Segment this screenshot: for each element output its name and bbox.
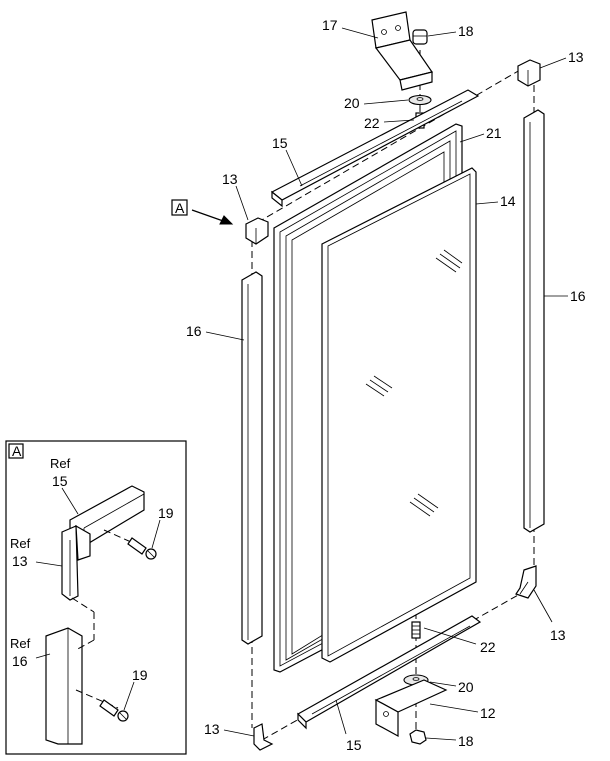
top-hinge-bracket [371,11,433,91]
corner-bracket-top-left [245,217,269,245]
bottom-hinge-bracket [374,679,448,738]
corner-bracket-bottom-right [515,565,537,599]
callout-22-top: 22 [364,115,380,131]
detail-corner-bracket [61,524,91,601]
callout-14: 14 [500,193,516,209]
detail-ref-16-ref: Ref [10,636,31,651]
right-side-rail [523,109,545,533]
callout-18-bottom: 18 [458,733,474,749]
callout-21: 21 [486,125,502,141]
detail-a-border [5,440,187,755]
top-hinge-pin [412,29,428,45]
detail-a-label-box [8,443,24,459]
callout-16-left: 16 [186,323,202,339]
callout-15-bottom: 15 [346,737,362,753]
detail-ref-13-number: 13 [12,553,28,569]
callout-13-view-a: 13 [222,171,238,187]
detail-ref-15-ref: Ref [50,456,71,471]
corner-bracket-top-right [517,59,541,87]
left-side-rail [241,271,263,645]
detail-screw-top [127,537,157,560]
detail-ref-15-number: 15 [52,473,68,489]
callout-16-right: 16 [570,288,586,304]
view-a-label-box [171,199,188,216]
corner-bracket-bottom-left [253,723,274,751]
callout-13-bottom-left: 13 [204,721,220,737]
top-rail [270,89,480,208]
callout-17: 17 [322,17,338,33]
callout-22-bottom: 22 [480,639,496,655]
callout-12: 12 [480,705,496,721]
glass-reflection-marks [365,249,463,517]
callout-18-top: 18 [458,23,474,39]
callout-13-top-right: 13 [568,49,584,65]
detail-screw-bottom-number: 19 [132,667,148,683]
bottom-pivot-spring [411,621,421,639]
detail-a-inset: A [5,440,187,755]
detail-screw-top-number: 19 [158,505,174,521]
callout-20-bottom: 20 [458,679,474,695]
callout-numbers: 17 18 13 20 22 21 15 13 14 16 16 13 22 2… [186,17,586,753]
callout-13-bottom-right: 13 [550,627,566,643]
bottom-rail [297,615,482,730]
leader-lines [205,27,568,741]
view-a-label: A [175,200,185,216]
bottom-hinge-pin [409,729,427,745]
glass-panel [321,167,477,663]
top-washer [408,94,432,106]
detail-side-rail [45,627,83,745]
callout-20-top: 20 [344,95,360,111]
detail-screw-bottom [99,699,129,722]
detail-ref-16-number: 16 [12,653,28,669]
view-a-marker: A [171,199,234,225]
detail-ref-13-ref: Ref [10,536,31,551]
detail-a-label: A [12,443,22,459]
callout-15-top: 15 [272,135,288,151]
